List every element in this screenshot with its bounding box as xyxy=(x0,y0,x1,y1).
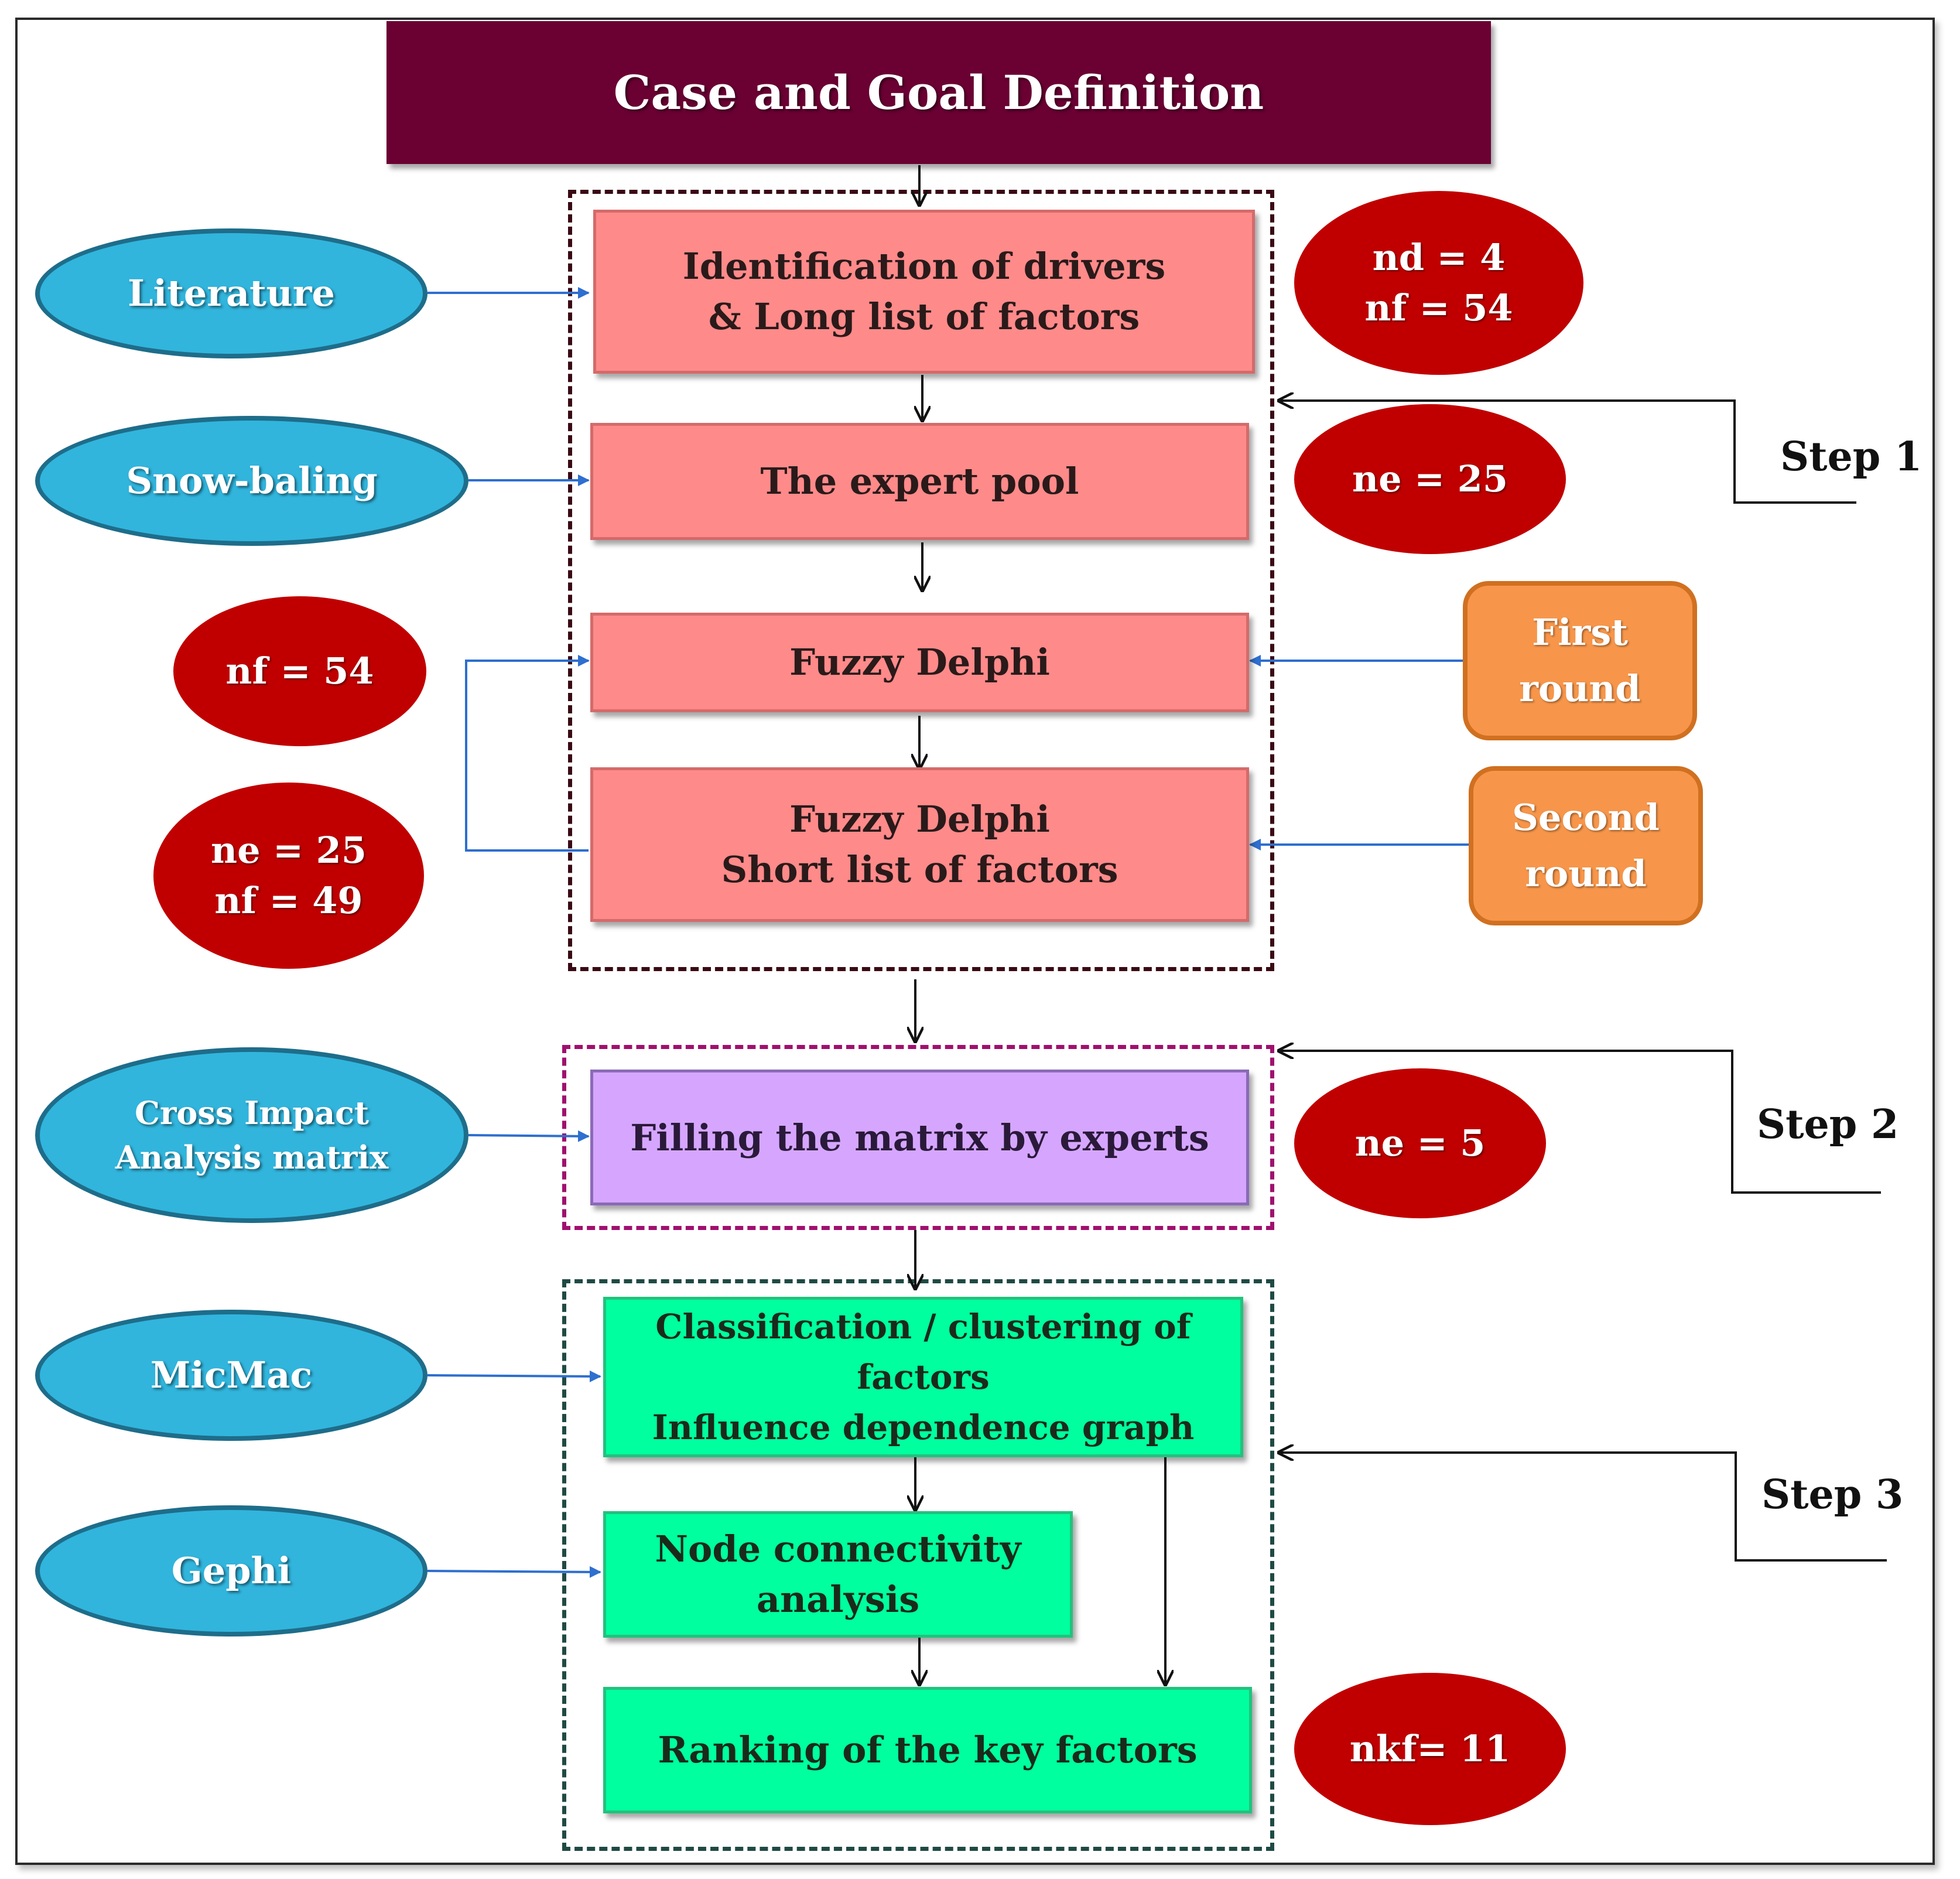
matrix-ne-count: ne = 5 xyxy=(1354,1122,1486,1164)
case-goal-definition-text: Case and Goal Definition xyxy=(613,65,1264,120)
step2-group xyxy=(562,1045,1274,1230)
cross-impact-line-1: Cross Impact xyxy=(134,1094,370,1132)
cross-impact-line-2: Analysis matrix xyxy=(115,1139,389,1176)
fuzzy-delphi-box: Fuzzy Delphi xyxy=(590,613,1249,712)
expert-pool-box: The expert pool xyxy=(590,423,1249,540)
first-round-line-2: round xyxy=(1519,667,1641,710)
arrow-gephi xyxy=(427,1566,601,1578)
step3-bracket xyxy=(1279,1453,1887,1562)
snowballing-text: Snow-baling xyxy=(126,459,378,502)
expert-pool-text: The expert pool xyxy=(760,460,1079,503)
node-connectivity-line-2: analysis xyxy=(756,1578,920,1621)
arrow-micmac xyxy=(427,1370,601,1382)
arrow-cross-impact xyxy=(468,1130,590,1142)
fuzzy-delphi-text: Fuzzy Delphi xyxy=(789,641,1050,684)
fuzzy-delphi-shortlist-line-1: Fuzzy Delphi xyxy=(789,798,1050,841)
classification-box: Classification / clustering of factors I… xyxy=(603,1297,1243,1457)
ranking-nkf-badge: nkf= 11 xyxy=(1294,1673,1566,1825)
arrow-delphi-loop xyxy=(465,655,590,852)
identification-line-1: Identification of drivers xyxy=(682,245,1166,288)
delphi-nf-count: nf = 54 xyxy=(225,650,374,692)
second-round-box: Second round xyxy=(1469,766,1703,925)
delphi-ne-nf-badge: ne = 25 nf = 49 xyxy=(153,783,424,969)
fuzzy-delphi-shortlist-line-2: Short list of factors xyxy=(721,848,1118,891)
micmac-input: MicMac xyxy=(35,1310,427,1441)
micmac-text: MicMac xyxy=(150,1354,313,1396)
classification-line-2: Influence dependence graph xyxy=(652,1407,1195,1447)
nd-count: nd = 4 xyxy=(1372,236,1506,279)
classification-line-1: Classification / clustering of factors xyxy=(655,1307,1191,1397)
identification-line-2: & Long list of factors xyxy=(708,295,1140,338)
literature-input: Literature xyxy=(35,228,427,358)
ranking-text: Ranking of the key factors xyxy=(658,1728,1198,1771)
cross-impact-input: Cross Impact Analysis matrix xyxy=(35,1047,468,1223)
delphi-nf-badge: nf = 54 xyxy=(173,596,426,746)
node-connectivity-box: Node connectivity analysis xyxy=(603,1511,1073,1638)
step2-bracket xyxy=(1279,1051,1881,1194)
delphi-nf-49-count: nf = 49 xyxy=(214,879,363,922)
delphi-ne-count: ne = 25 xyxy=(211,829,367,872)
step1-label: Step 1 xyxy=(1780,433,1923,480)
gephi-text: Gephi xyxy=(171,1549,292,1592)
snowballing-input: Snow-baling xyxy=(35,416,468,546)
filling-matrix-box: Filling the matrix by experts xyxy=(590,1070,1249,1205)
expert-pool-count-badge: ne = 25 xyxy=(1294,404,1566,554)
identification-box: Identification of drivers & Long list of… xyxy=(593,210,1255,374)
step2-label: Step 2 xyxy=(1757,1101,1899,1148)
fuzzy-delphi-shortlist-box: Fuzzy Delphi Short list of factors xyxy=(590,767,1249,922)
first-round-line-1: First xyxy=(1532,611,1628,654)
matrix-ne-badge: ne = 5 xyxy=(1294,1068,1546,1218)
ranking-box: Ranking of the key factors xyxy=(603,1687,1252,1813)
second-round-line-1: Second xyxy=(1512,796,1660,839)
case-goal-definition-box: Case and Goal Definition xyxy=(386,21,1491,164)
first-round-box: First round xyxy=(1463,581,1697,740)
step1-bracket xyxy=(1279,401,1856,504)
literature-text: Literature xyxy=(128,272,335,315)
second-round-line-2: round xyxy=(1525,852,1647,895)
nkf-count: nkf= 11 xyxy=(1349,1727,1511,1770)
filling-matrix-text: Filling the matrix by experts xyxy=(630,1116,1209,1159)
nf-count: nf = 54 xyxy=(1364,286,1513,329)
ne-count: ne = 25 xyxy=(1352,457,1508,500)
gephi-input: Gephi xyxy=(35,1505,427,1637)
identification-count-badge: nd = 4 nf = 54 xyxy=(1294,191,1583,375)
node-connectivity-line-1: Node connectivity xyxy=(655,1528,1021,1570)
step3-label: Step 3 xyxy=(1761,1471,1904,1518)
